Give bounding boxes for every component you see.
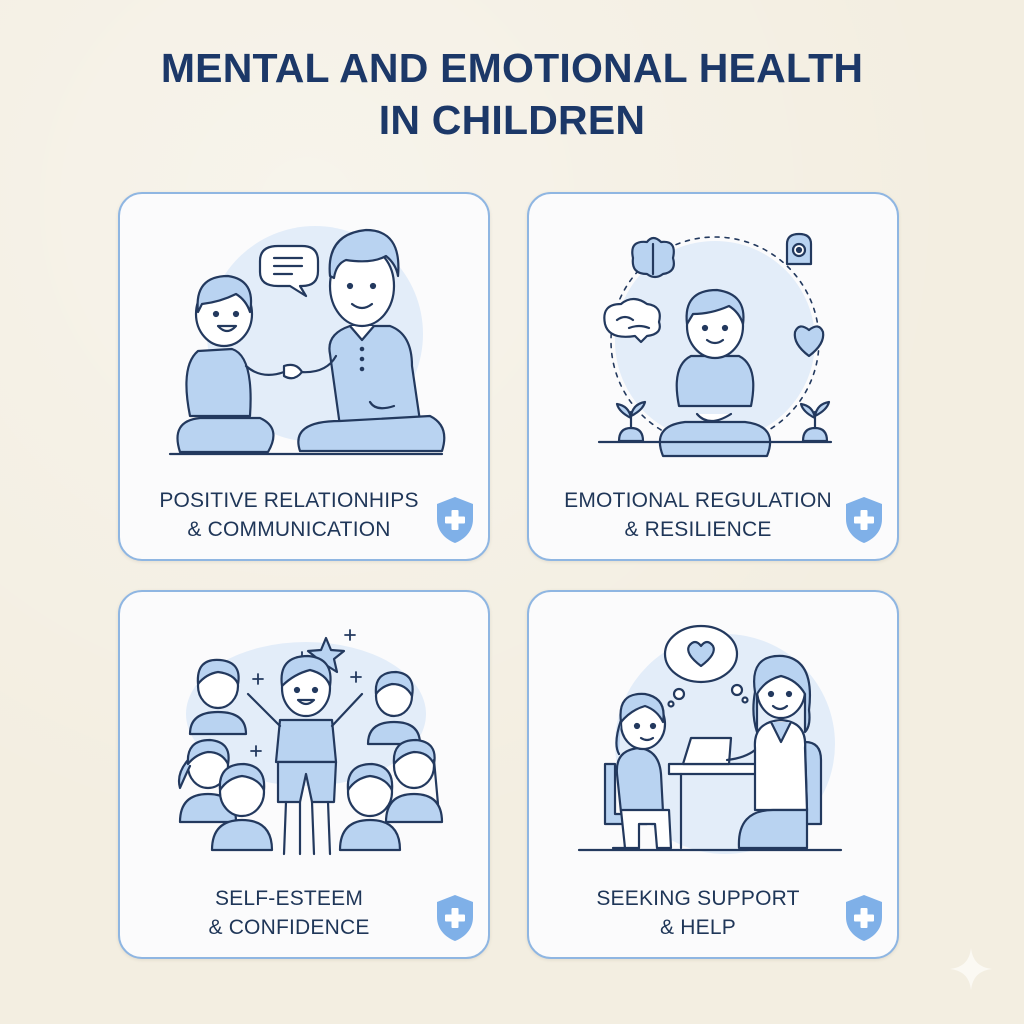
card-label-line-2: & RESILIENCE [624, 518, 772, 541]
child-meditating-illustration [597, 232, 833, 458]
shield-plus-icon [434, 495, 476, 545]
card-label-line-2: & COMMUNICATION [187, 518, 391, 541]
card-label: SELF-ESTEEM & CONFIDENCE [140, 884, 438, 942]
card-positive-relationships: POSITIVE RELATIONHIPS & COMMUNICATION [118, 192, 490, 561]
card-label: EMOTIONAL REGULATION & RESILIENCE [549, 486, 847, 544]
children-group-cheering-illustration [177, 629, 444, 856]
page-title: MENTAL AND EMOTIONAL HEALTH IN CHILDREN [0, 42, 1024, 146]
child-adult-conversation-illustration [168, 226, 446, 456]
shield-plus-icon [843, 893, 885, 943]
card-label-line-1: POSITIVE RELATIONHIPS [159, 489, 419, 512]
sparkle-icon [950, 948, 992, 990]
card-label-line-1: EMOTIONAL REGULATION [564, 489, 832, 512]
shield-plus-icon [434, 893, 476, 943]
card-label-line-2: & HELP [660, 916, 736, 939]
card-label: POSITIVE RELATIONHIPS & COMMUNICATION [140, 486, 438, 544]
title-line-2: IN CHILDREN [378, 97, 646, 143]
title-line-1: MENTAL AND EMOTIONAL HEALTH [160, 45, 864, 91]
shield-plus-icon [843, 495, 885, 545]
card-self-esteem: SELF-ESTEEM & CONFIDENCE [118, 590, 490, 959]
card-emotional-regulation: EMOTIONAL REGULATION & RESILIENCE [527, 192, 899, 561]
card-label-line-1: SEEKING SUPPORT [596, 887, 800, 910]
card-label: SEEKING SUPPORT & HELP [549, 884, 847, 942]
child-counselor-illustration [577, 624, 843, 854]
card-label-line-1: SELF-ESTEEM [214, 887, 364, 910]
card-label-line-2: & CONFIDENCE [208, 916, 370, 939]
card-seeking-support: SEEKING SUPPORT & HELP [527, 590, 899, 959]
